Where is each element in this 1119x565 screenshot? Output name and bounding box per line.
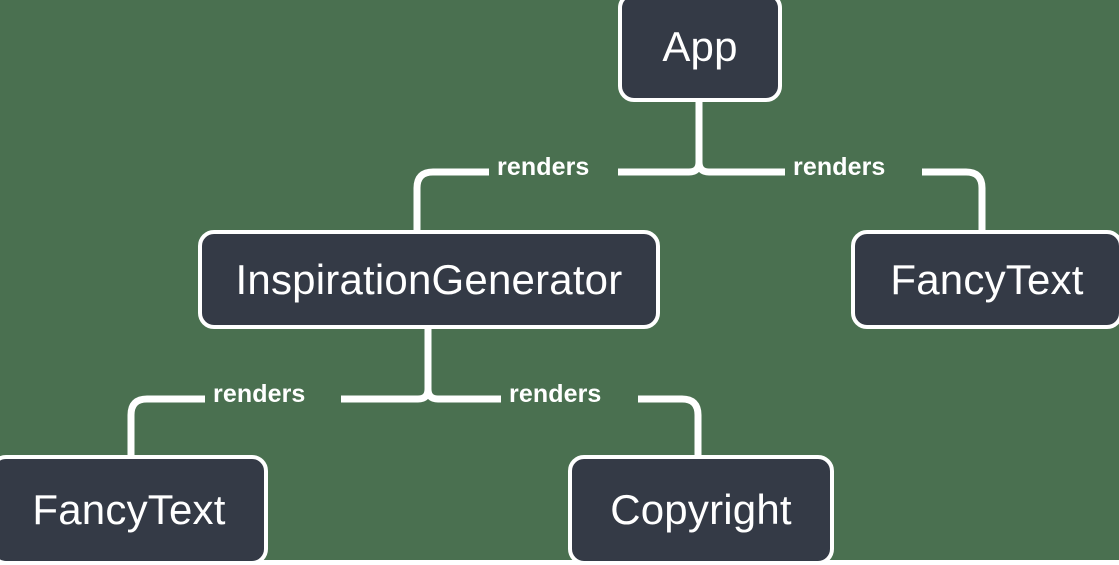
- wire-inspiration-to-fancytext-b: [127, 395, 205, 455]
- node-copyright-label: Copyright: [610, 486, 792, 533]
- node-fancytext-left[interactable]: FancyText: [0, 455, 268, 565]
- node-fancytext-right[interactable]: FancyText: [851, 230, 1119, 329]
- edge-label-app-to-inspiration-generator: renders: [497, 153, 590, 181]
- wire-app-to-inspiration-a: [618, 161, 703, 176]
- node-fancytext-left-label: FancyText: [32, 486, 226, 533]
- node-inspiration-generator-label: InspirationGenerator: [235, 255, 623, 303]
- wire-inspiration-to-copyright-a: [424, 388, 501, 403]
- node-copyright[interactable]: Copyright: [568, 455, 834, 565]
- wire-inspiration-to-fancytext-a: [341, 388, 432, 403]
- node-fancytext-right-label: FancyText: [890, 255, 1084, 303]
- wire-app-to-inspiration-b: [413, 168, 489, 230]
- edge-label-inspiration-generator-to-fancytext: renders: [213, 380, 306, 408]
- wire-inspiration-to-copyright-b: [638, 395, 702, 455]
- node-app[interactable]: App: [618, 0, 782, 102]
- node-app-label: App: [662, 23, 738, 70]
- edge-label-inspiration-generator-to-copyright: renders: [509, 380, 602, 408]
- node-inspiration-generator[interactable]: InspirationGenerator: [198, 230, 660, 329]
- wire-app-to-fancytext-b: [922, 168, 986, 230]
- wire-app-to-fancytext-a: [695, 161, 785, 176]
- edge-label-app-to-fancytext: renders: [793, 153, 886, 181]
